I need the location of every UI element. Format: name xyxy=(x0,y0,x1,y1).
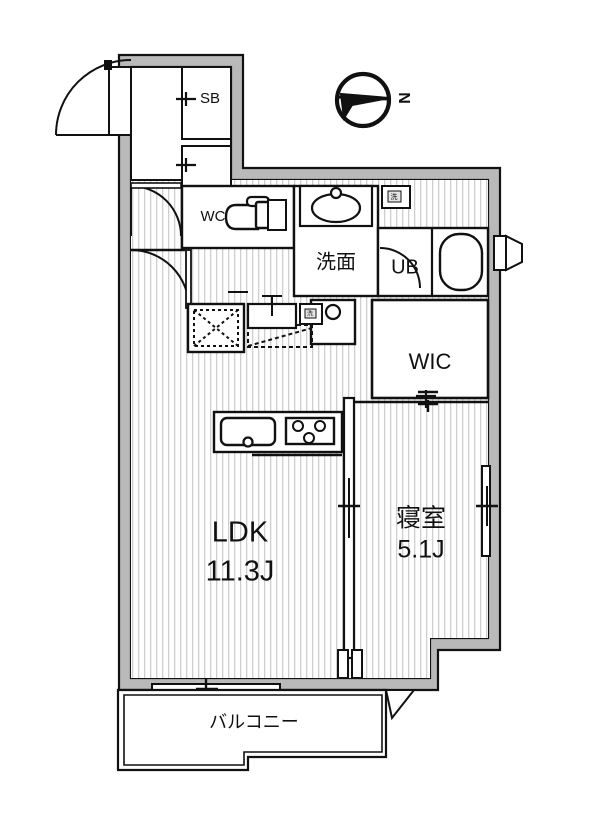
north-arrow: N xyxy=(334,71,412,129)
bedroom-door xyxy=(337,649,363,679)
entrance-door[interactable] xyxy=(108,66,132,136)
room-area-ldk: 11.3J xyxy=(206,556,275,588)
room-area-bedroom: 5.1J xyxy=(397,536,444,564)
room-label-bedroom: 寝室 xyxy=(396,505,446,533)
ldk-labels: LDK 11.3J xyxy=(206,517,275,588)
toilet-room: WC xyxy=(130,182,296,250)
toilet-fixture xyxy=(224,195,287,231)
kitchen-sink-fixture xyxy=(219,416,277,448)
vanity-sink-fixture xyxy=(298,184,374,228)
utility-box: 洗 xyxy=(381,185,411,209)
room-label-washroom: 洗面 xyxy=(316,250,356,273)
washroom: 洗面 xyxy=(292,184,380,298)
shoe-box-closet: SB xyxy=(176,66,232,140)
entrance-door-swing-arc xyxy=(55,59,132,136)
bath-window xyxy=(493,234,523,272)
storage-closet-marker xyxy=(193,309,239,347)
room-label-ldk: LDK xyxy=(212,517,269,549)
bedroom: 寝室 5.1J xyxy=(337,390,498,679)
entry-storage: 洗 xyxy=(186,295,323,354)
bathtub-fixture xyxy=(438,232,484,292)
room-label-sb: SB xyxy=(200,90,220,107)
ub-door-swing-arc xyxy=(379,247,421,289)
walk-in-closet: WIC xyxy=(370,298,490,412)
kitchen-counter xyxy=(212,410,344,457)
room-label-ub: UB xyxy=(391,256,419,278)
kitchen-tag: 洗 xyxy=(307,310,313,318)
north-arrow-letter: N xyxy=(395,92,412,104)
hall-closet xyxy=(176,145,232,187)
unit-bath: UB xyxy=(376,226,523,298)
room-label-wic: WIC xyxy=(409,349,452,374)
balcony-drain xyxy=(384,689,417,721)
gas-stove-fixture xyxy=(284,416,336,446)
utility-box-tag: 洗 xyxy=(391,192,398,201)
room-label-balcony: バルコニー xyxy=(209,712,299,732)
bedroom-window xyxy=(476,465,498,557)
balcony: バルコニー xyxy=(116,688,417,772)
room-label-wc: WC xyxy=(201,208,226,225)
